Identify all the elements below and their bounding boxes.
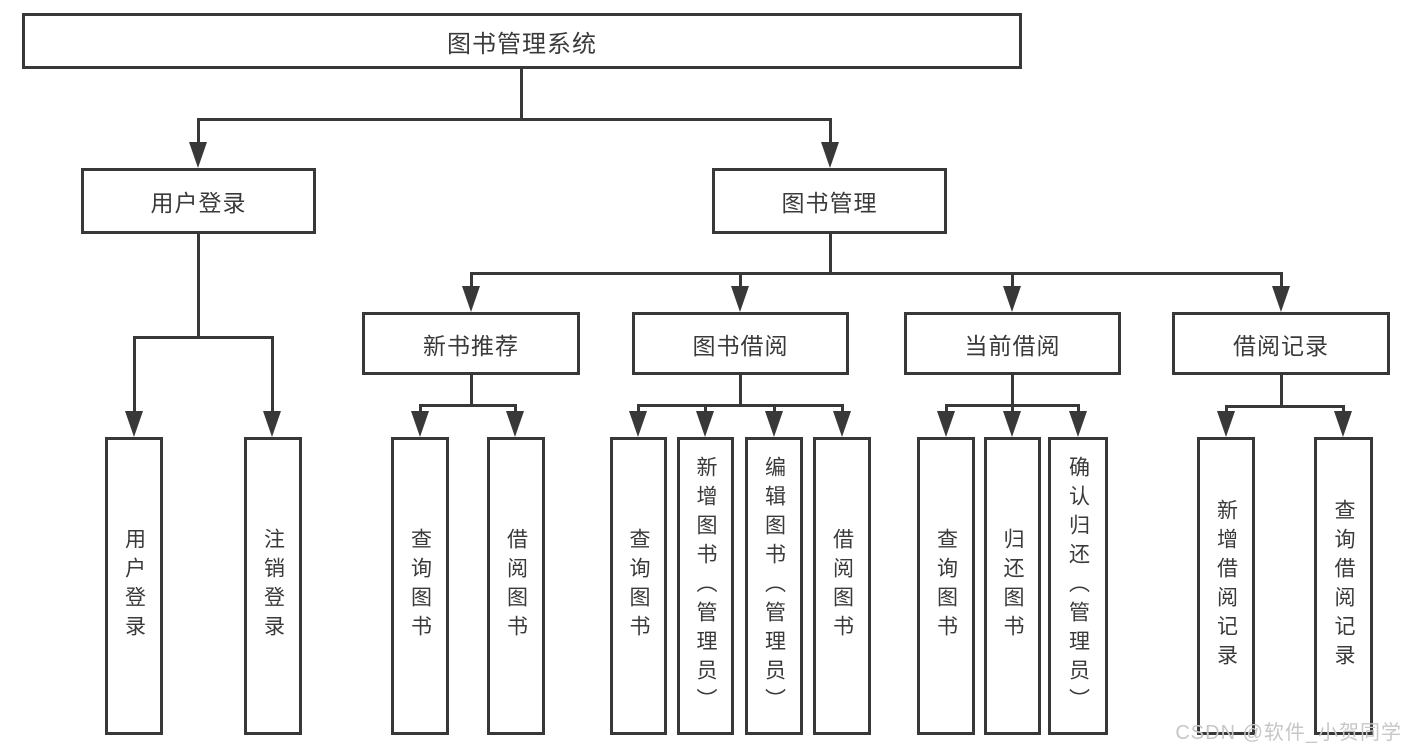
connector-line bbox=[739, 375, 742, 407]
arrow-down-icon bbox=[1003, 411, 1021, 437]
arrow-down-icon bbox=[1272, 286, 1290, 312]
node-label: 当前借阅 bbox=[964, 332, 1061, 359]
arrow-down-icon bbox=[731, 286, 749, 312]
connector-line bbox=[470, 272, 1283, 275]
connector-line bbox=[197, 118, 200, 148]
arrow-down-icon bbox=[462, 286, 480, 312]
leaf-edit-books-admin: 编辑图书（管理员） bbox=[745, 437, 803, 735]
connector-line bbox=[1225, 405, 1345, 408]
node-book-management: 图书管理 bbox=[712, 168, 947, 234]
connector-line bbox=[637, 404, 844, 407]
leaf-label: 确认归还（管理员） bbox=[1066, 455, 1090, 717]
leaf-add-borrow-record: 新增借阅记录 bbox=[1197, 437, 1255, 735]
leaf-label: 注销登录 bbox=[261, 528, 285, 644]
arrow-down-icon bbox=[821, 142, 839, 168]
leaf-add-books-admin: 新增图书（管理员） bbox=[677, 437, 734, 735]
node-current-borrow: 当前借阅 bbox=[904, 312, 1121, 375]
arrow-down-icon bbox=[1069, 411, 1087, 437]
leaf-label: 借阅图书 bbox=[504, 528, 528, 644]
leaf-logout: 注销登录 bbox=[244, 437, 302, 735]
leaf-label: 查询借阅记录 bbox=[1332, 499, 1355, 673]
arrow-down-icon bbox=[1003, 286, 1021, 312]
node-book-borrow: 图书借阅 bbox=[632, 312, 849, 375]
arrow-down-icon bbox=[833, 411, 851, 437]
node-label: 图书管理 bbox=[781, 190, 878, 216]
connector-line bbox=[1280, 375, 1283, 408]
connector-line bbox=[197, 118, 832, 121]
leaf-label: 归还图书 bbox=[1001, 528, 1024, 644]
leaf-label: 编辑图书（管理员） bbox=[762, 455, 786, 717]
connector-line bbox=[739, 272, 742, 292]
connector-line bbox=[829, 118, 832, 148]
arrow-down-icon bbox=[1334, 411, 1352, 437]
connector-line bbox=[1280, 272, 1283, 292]
leaf-return-books: 归还图书 bbox=[984, 437, 1041, 735]
connector-line bbox=[419, 404, 517, 407]
node-new-book-recommend: 新书推荐 bbox=[362, 312, 580, 375]
watermark: CSDN @软件_小贺同学 bbox=[1175, 722, 1402, 744]
arrow-down-icon bbox=[696, 411, 714, 437]
node-label: 借阅记录 bbox=[1233, 332, 1329, 359]
arrow-down-icon bbox=[937, 411, 955, 437]
arrow-down-icon bbox=[765, 411, 783, 437]
leaf-label: 用户登录 bbox=[122, 528, 146, 644]
node-root: 图书管理系统 bbox=[22, 13, 1022, 69]
leaf-search-books: 查询图书 bbox=[917, 437, 975, 735]
leaf-label: 查询图书 bbox=[408, 528, 432, 644]
leaf-search-borrow-record: 查询借阅记录 bbox=[1314, 437, 1373, 735]
leaf-label: 查询图书 bbox=[627, 528, 650, 644]
leaf-label: 新增图书（管理员） bbox=[694, 455, 717, 717]
arrow-down-icon bbox=[506, 411, 524, 437]
arrow-down-icon bbox=[629, 411, 647, 437]
node-label: 用户登录 bbox=[150, 190, 247, 216]
leaf-borrow-books: 借阅图书 bbox=[813, 437, 871, 735]
leaf-confirm-return-admin: 确认归还（管理员） bbox=[1048, 437, 1108, 735]
leaf-search-books: 查询图书 bbox=[610, 437, 667, 735]
arrow-down-icon bbox=[125, 411, 143, 437]
connector-line bbox=[1011, 272, 1014, 292]
node-label: 图书管理系统 bbox=[447, 30, 597, 58]
leaf-user-login: 用户登录 bbox=[105, 437, 163, 735]
leaf-search-books: 查询图书 bbox=[391, 437, 449, 735]
node-user-login: 用户登录 bbox=[81, 168, 316, 234]
arrow-down-icon bbox=[263, 411, 281, 437]
leaf-label: 新增借阅记录 bbox=[1214, 499, 1238, 673]
connector-line bbox=[133, 336, 136, 416]
leaf-label: 借阅图书 bbox=[830, 528, 854, 644]
connector-line bbox=[197, 234, 200, 339]
connector-line bbox=[470, 272, 473, 292]
leaf-label: 查询图书 bbox=[934, 528, 958, 644]
node-borrow-records: 借阅记录 bbox=[1172, 312, 1390, 375]
arrow-down-icon bbox=[411, 411, 429, 437]
leaf-borrow-books: 借阅图书 bbox=[487, 437, 545, 735]
node-label: 图书借阅 bbox=[692, 332, 789, 359]
connector-line bbox=[1011, 375, 1014, 407]
connector-line bbox=[470, 375, 473, 407]
connector-line bbox=[133, 336, 274, 339]
arrow-down-icon bbox=[189, 142, 207, 168]
connector-line bbox=[829, 234, 832, 275]
connector-line bbox=[520, 69, 523, 121]
node-label: 新书推荐 bbox=[423, 332, 519, 359]
arrow-down-icon bbox=[1217, 411, 1235, 437]
connector-line bbox=[271, 336, 274, 416]
